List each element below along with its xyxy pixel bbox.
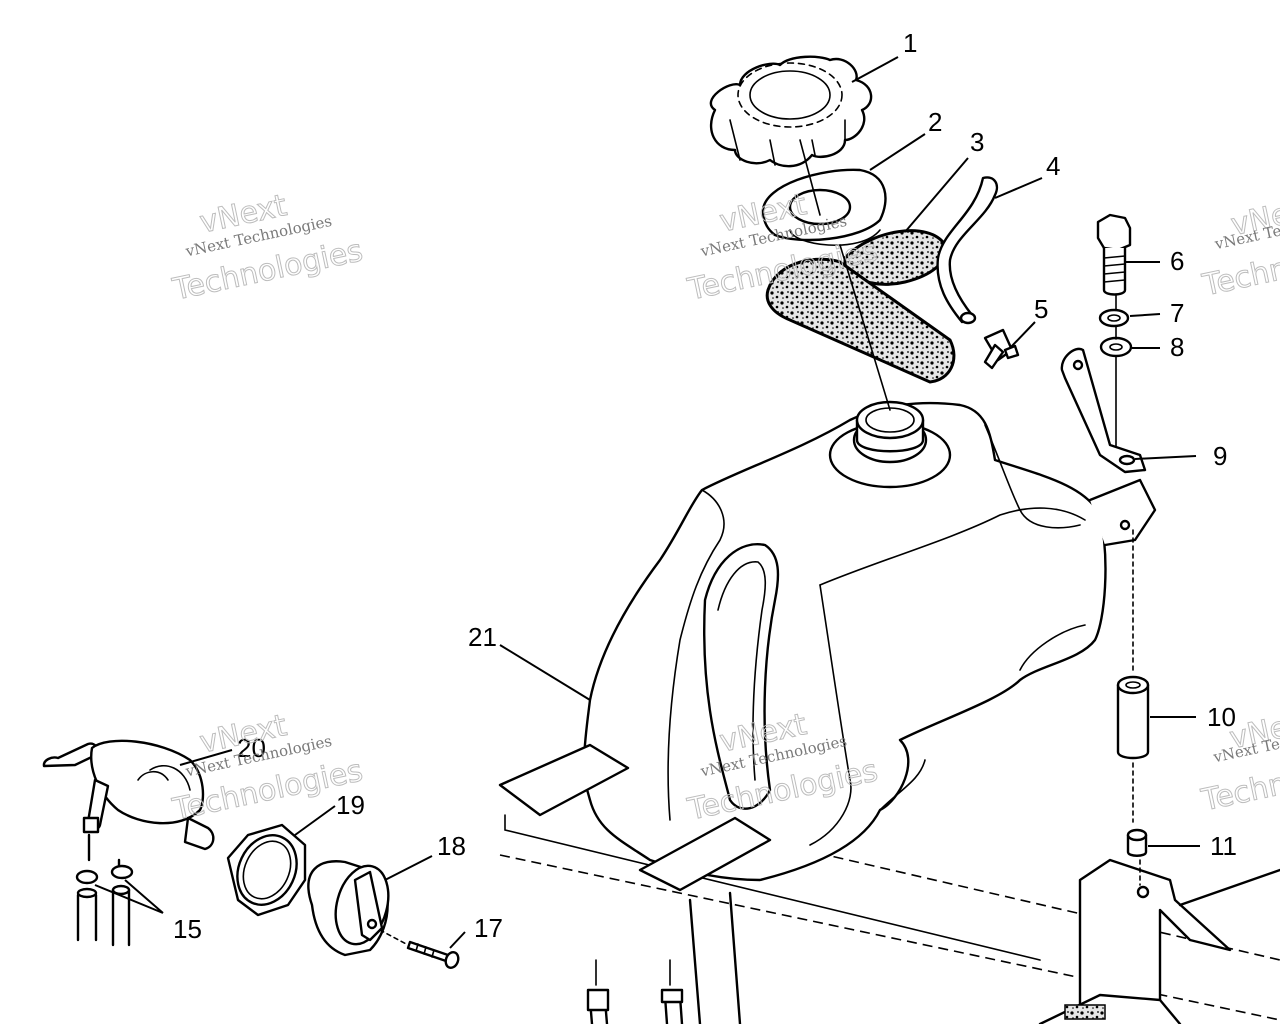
callout-3: 3 — [970, 127, 984, 157]
mounting-bolt — [1096, 213, 1133, 461]
fuel-valve — [307, 860, 390, 957]
callout-19: 19 — [336, 790, 365, 820]
callout-18: 18 — [437, 831, 466, 861]
callout-7: 7 — [1170, 298, 1184, 328]
callout-21: 21 — [468, 622, 497, 652]
callout-6: 6 — [1170, 246, 1184, 276]
fuel-cap — [709, 55, 873, 168]
callout-15: 15 — [173, 914, 202, 944]
fuel-filter — [42, 739, 215, 851]
lock-nut — [226, 823, 307, 917]
rubber-spacer — [1116, 529, 1150, 886]
tank-bracket — [1060, 347, 1147, 474]
callout-5: 5 — [1034, 294, 1048, 324]
cap-gasket — [761, 168, 887, 247]
callout-9: 9 — [1213, 441, 1227, 471]
fuel-tank — [498, 400, 1157, 892]
watermark: vNext vNext Technologies Technologies — [1198, 190, 1280, 304]
valve-screw — [379, 929, 460, 969]
callout-1: 1 — [903, 28, 917, 58]
watermark: vNext vNext Technologies Technologies — [169, 188, 367, 309]
callout-labels: 1 2 3 4 5 6 7 8 9 10 11 15 17 18 19 20 2… — [173, 28, 1237, 944]
callout-4: 4 — [1046, 151, 1060, 181]
callout-10: 10 — [1207, 702, 1236, 732]
callout-2: 2 — [928, 107, 942, 137]
callout-11: 11 — [1210, 831, 1237, 861]
fuel-lines — [75, 833, 134, 947]
vent-fitting — [983, 328, 1020, 370]
watermark: vNext vNext Technologies Technologies — [169, 708, 367, 829]
leader-lines — [94, 56, 1200, 949]
assembly-lines — [799, 139, 891, 411]
foam-pad — [765, 229, 956, 384]
callout-20: 20 — [237, 733, 266, 763]
callout-17: 17 — [474, 913, 503, 943]
vent-hose — [936, 176, 999, 325]
callout-8: 8 — [1170, 332, 1184, 362]
